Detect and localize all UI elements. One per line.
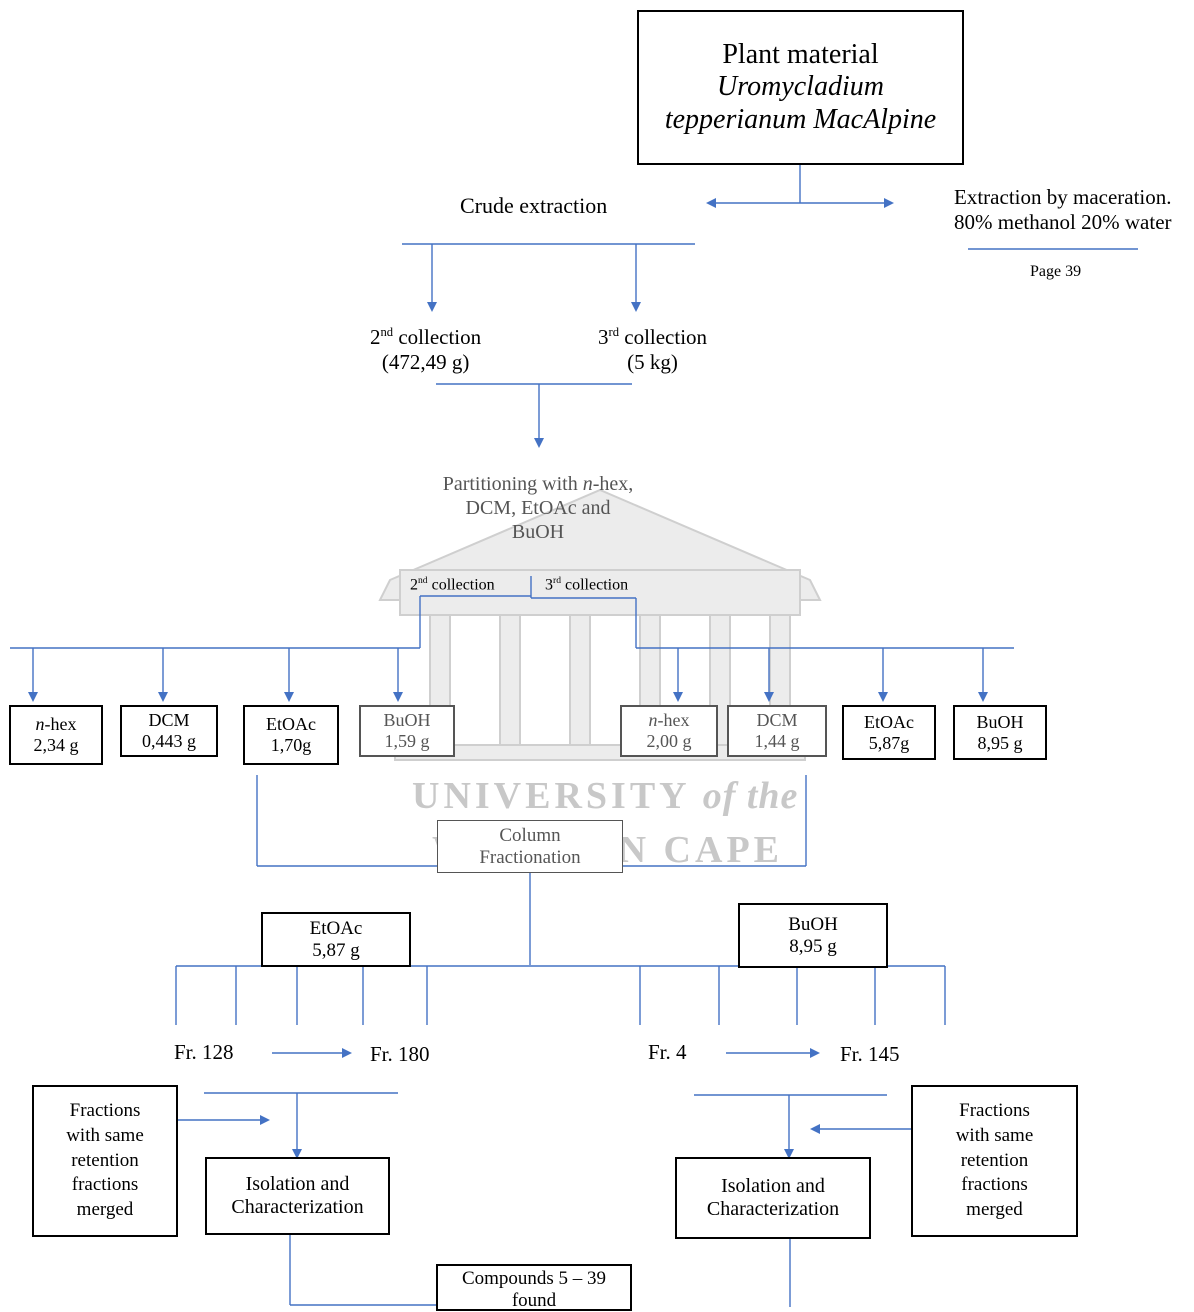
frac-3rd-buoh: BuOH 8,95 g bbox=[953, 705, 1047, 760]
frac-3rd-etoac: EtOAc 5,87g bbox=[842, 705, 936, 760]
frac-3rd-nhex: n-hex 2,00 g bbox=[620, 705, 718, 757]
watermark-line1: UNIVERSITY bbox=[412, 775, 690, 817]
maceration-label: Extraction by maceration. 80% methanol 2… bbox=[954, 185, 1172, 235]
isolation-right-box: Isolation and Characterization bbox=[675, 1157, 871, 1239]
frac-2nd-buoh: BuOH 1,59 g bbox=[359, 705, 455, 757]
watermark-university: UNIVERSITY of the bbox=[412, 774, 798, 818]
plant-material-box: Plant material Uromycladium tepperianum … bbox=[637, 10, 964, 165]
merged-left-box: Fractions with same retention fractions … bbox=[32, 1085, 178, 1237]
frac-2nd-nhex: n-hex 2,34 g bbox=[9, 705, 103, 765]
frac-2nd-dcm: DCM 0,443 g bbox=[120, 705, 218, 757]
plant-species: tepperianum MacAlpine bbox=[664, 103, 937, 135]
column-fractionation-box: Column Fractionation bbox=[437, 820, 623, 873]
page-reference: Page 39 bbox=[1030, 263, 1082, 280]
watermark-of-the: of the bbox=[702, 775, 799, 817]
frac-3rd-dcm: DCM 1,44 g bbox=[727, 705, 827, 757]
fr-right-from: Fr. 4 bbox=[648, 1040, 687, 1064]
merged-right-box: Fractions with same retention fractions … bbox=[911, 1085, 1078, 1237]
plant-title: Plant material bbox=[722, 39, 879, 71]
isolation-left-box: Isolation and Characterization bbox=[205, 1157, 390, 1235]
partitioning-label: Partitioning with n-hex, DCM, EtOAc and … bbox=[442, 473, 634, 543]
second-collection-label: 2nd collection (472,49 g) bbox=[370, 325, 482, 375]
split-label-2nd: 2nd collection bbox=[410, 575, 495, 594]
crude-extraction-label: Crude extraction bbox=[460, 193, 608, 218]
plant-genus: Uromycladium bbox=[717, 71, 884, 103]
split-label-3rd: 3rd collection bbox=[545, 575, 629, 594]
fr-right-to: Fr. 145 bbox=[840, 1042, 900, 1066]
compounds-box: Compounds 5 – 39 found bbox=[436, 1264, 632, 1311]
etoac-column-box: EtOAc 5,87 g bbox=[261, 912, 411, 967]
fr-left-to: Fr. 180 bbox=[370, 1042, 430, 1066]
third-collection-label: 3rd collection (5 kg) bbox=[598, 325, 708, 375]
frac-2nd-etoac: EtOAc 1,70g bbox=[243, 705, 339, 765]
maceration-line2: 80% methanol 20% water bbox=[954, 210, 1172, 235]
buoh-column-box: BuOH 8,95 g bbox=[738, 903, 888, 968]
maceration-line1: Extraction by maceration. bbox=[954, 185, 1172, 209]
fr-left-from: Fr. 128 bbox=[174, 1040, 234, 1064]
